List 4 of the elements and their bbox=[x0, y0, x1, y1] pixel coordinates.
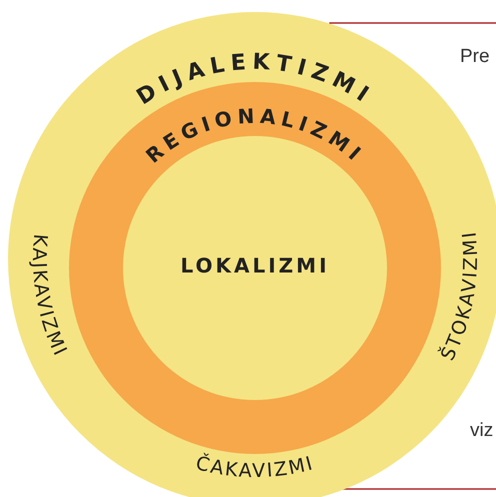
text-fragment: Pre bbox=[460, 46, 490, 68]
text-fragment: viz bbox=[470, 420, 494, 442]
ring-label: ČAKAVIZMI bbox=[194, 452, 316, 482]
center-label: LOKALIZMI bbox=[180, 254, 330, 278]
